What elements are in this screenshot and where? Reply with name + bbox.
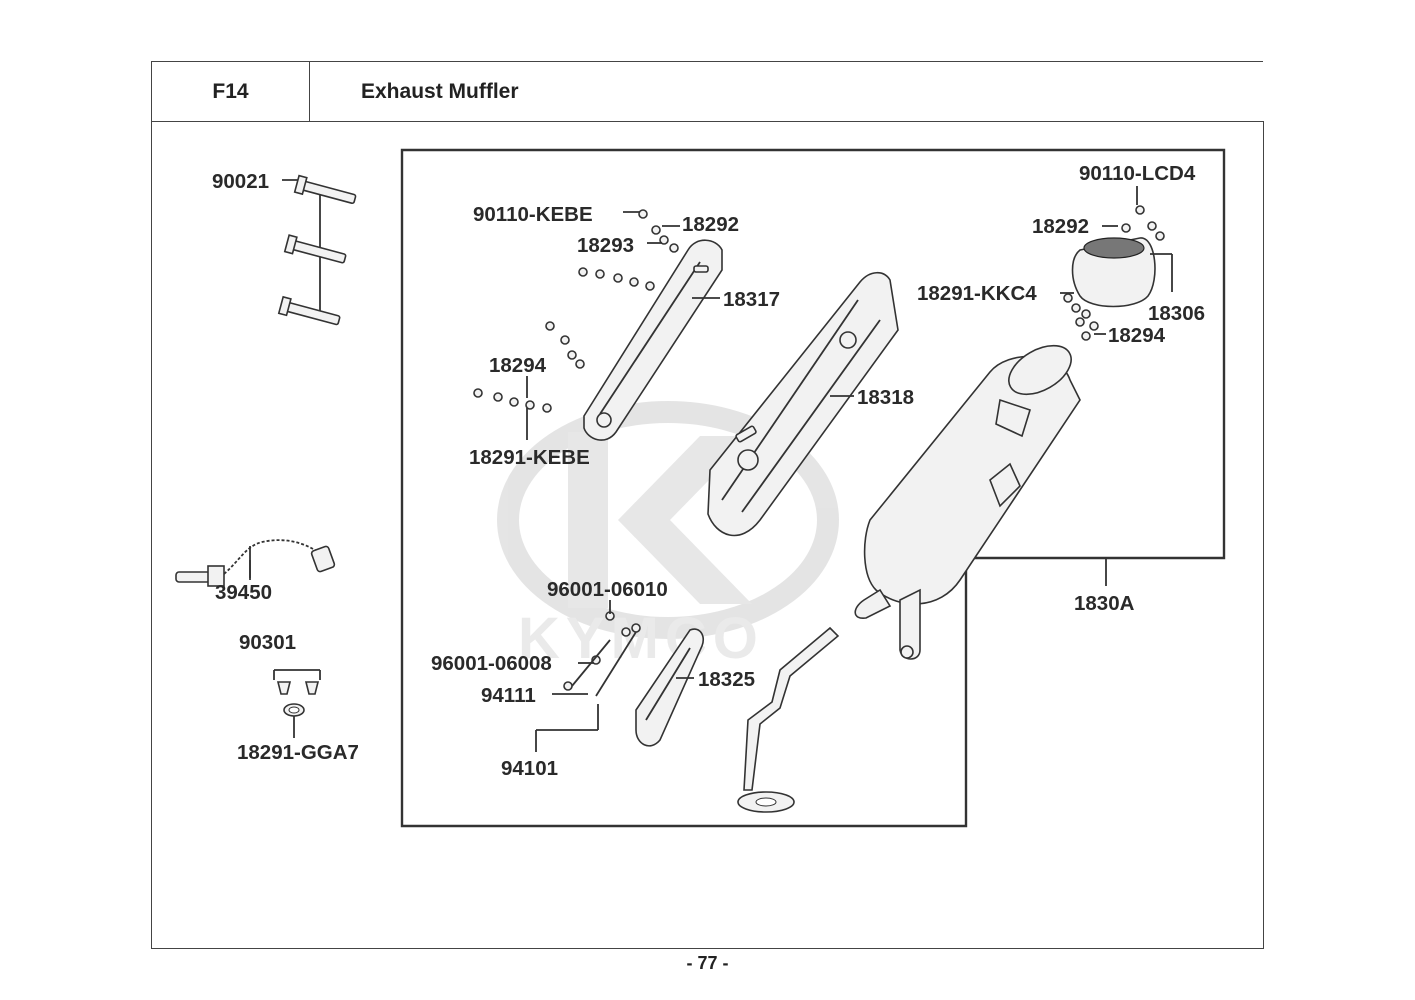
label-18306: 18306: [1148, 302, 1205, 325]
watermark-text: KYMCO: [518, 606, 764, 671]
leader-lines: [249, 186, 1173, 752]
label-96001-06010: 96001-06010: [547, 578, 668, 601]
muffler-1830a: [854, 344, 1081, 660]
end-cap-18306: [1063, 205, 1165, 341]
label-18317: 18317: [723, 288, 780, 311]
label-18325: 18325: [698, 668, 755, 691]
label-18292-left: 18292: [682, 213, 739, 236]
page-number: - 77 -: [686, 953, 729, 973]
label-94111: 94111: [481, 684, 536, 707]
label-18318: 18318: [857, 386, 914, 409]
label-18294-right: 18294: [1108, 324, 1166, 347]
label-90110-lcd4: 90110-LCD4: [1079, 162, 1196, 185]
heat-shield-18317: [473, 209, 723, 441]
label-18291-kebe: 18291-KEBE: [469, 446, 590, 469]
heat-guard-18325: [635, 628, 705, 747]
label-18291-kkc4: 18291-KKC4: [917, 282, 1037, 305]
label-18293: 18293: [577, 234, 634, 257]
bolt-set-90021: [277, 174, 357, 326]
label-96001-06008: 96001-06008: [431, 652, 552, 675]
label-18291-gga7: 18291-GGA7: [237, 741, 359, 764]
kymco-watermark-logo: KYMCO: [497, 401, 839, 671]
label-18292-right: 18292: [1032, 215, 1089, 238]
o2-sensor-39450: [175, 539, 336, 587]
label-94101: 94101: [501, 757, 558, 780]
label-90301: 90301: [239, 631, 296, 654]
label-18294-left: 18294: [489, 354, 547, 377]
label-1830a: 1830A: [1074, 592, 1135, 615]
label-90110-kebe: 90110-KEBE: [473, 203, 593, 226]
label-90021: 90021: [212, 170, 269, 193]
page-title: Exhaust Muffler: [309, 61, 1263, 122]
exhaust-pipe: [737, 626, 840, 813]
label-39450: 39450: [215, 581, 272, 604]
clip-set-90301: [273, 669, 321, 738]
diagram-frame: [151, 121, 1264, 949]
section-code: F14: [151, 61, 310, 122]
cover-18318: [707, 271, 899, 537]
